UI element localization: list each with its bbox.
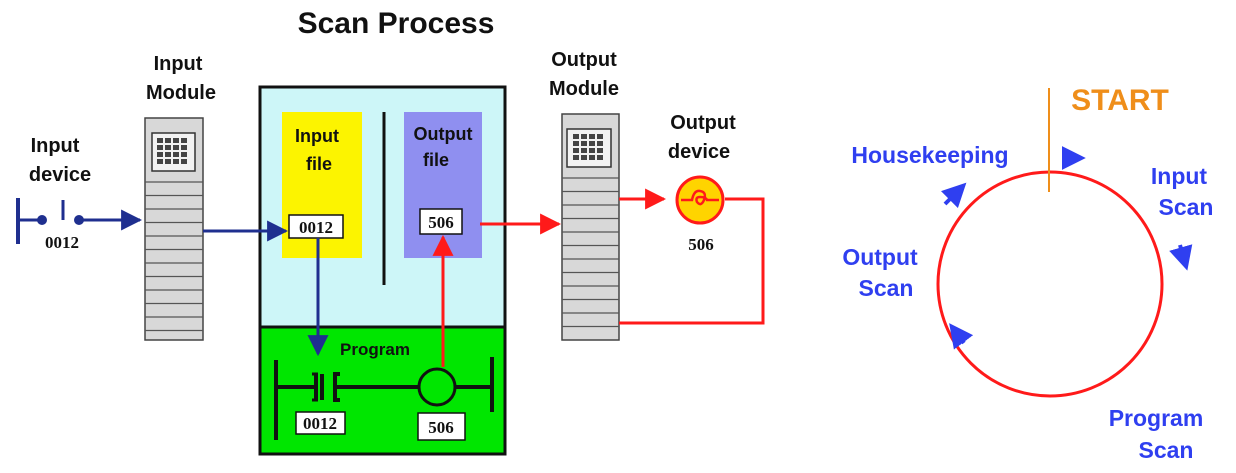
module-indicator (589, 134, 595, 139)
output-module-label: Module (549, 78, 619, 100)
module-indicator (181, 159, 187, 164)
input-scan-label: Scan (1159, 194, 1214, 220)
scan-cycle-circle (936, 170, 1164, 398)
module-indicator (157, 152, 163, 157)
module-indicator (573, 141, 579, 146)
module-indicator (181, 145, 187, 150)
start-label: START (1071, 84, 1169, 117)
module-indicator (581, 155, 587, 160)
output-file-address: 506 (428, 213, 454, 232)
module-indicator (181, 138, 187, 143)
module-indicator (157, 145, 163, 150)
module-indicator (589, 155, 595, 160)
input-module-label: Module (146, 82, 216, 104)
cycle-direction-arrows (940, 146, 1193, 350)
module-indicator (165, 138, 171, 143)
input-device-label: device (29, 164, 91, 186)
module-indicator (597, 134, 603, 139)
page-title: Scan Process (298, 7, 495, 40)
module-indicator (581, 134, 587, 139)
input-module-label: Input (154, 53, 203, 75)
module-indicator (165, 145, 171, 150)
housekeeping-label: Housekeeping (851, 142, 1008, 168)
input-file-label: Input (295, 126, 339, 146)
input-file-address: 0012 (299, 218, 333, 237)
module-indicator (157, 159, 163, 164)
output-scan-label: Output (842, 244, 918, 270)
output-file-label: Output (414, 124, 473, 144)
program-scan-label: Program (1109, 405, 1204, 431)
input-device-label: Input (31, 135, 80, 157)
module-indicator (597, 148, 603, 153)
lamp-icon (675, 175, 725, 225)
output-device-address: 506 (688, 235, 714, 254)
output-file-address-box (419, 208, 463, 235)
input-file-label: file (306, 154, 332, 174)
contact-address-box (295, 411, 346, 435)
module-indicator (581, 148, 587, 153)
module-indicator (181, 152, 187, 157)
coil-address-box (417, 412, 466, 441)
output-device-label: Output (670, 112, 736, 134)
output-file-label: file (423, 150, 449, 170)
output-loop-wire (619, 188, 765, 325)
ladder-rung (274, 357, 494, 440)
module-indicator (597, 141, 603, 146)
module-indicator (597, 155, 603, 160)
output-device-label: device (668, 141, 730, 163)
module-indicator (581, 141, 587, 146)
module-indicator (173, 152, 179, 157)
module-indicator (573, 148, 579, 153)
program-label: Program (340, 340, 410, 359)
module-indicator (573, 155, 579, 160)
input-module (144, 117, 204, 341)
program-scan-label: Scan (1139, 437, 1194, 463)
contact-address: 0012 (303, 414, 337, 433)
cycle-arrow-icon (940, 182, 967, 209)
module-indicator (173, 138, 179, 143)
module-indicator (589, 148, 595, 153)
output-module-label: Output (551, 49, 617, 71)
input-device-address: 0012 (45, 233, 79, 252)
coil-address: 506 (428, 418, 454, 437)
output-module (561, 113, 620, 341)
input-scan-label: Input (1151, 163, 1208, 189)
input-switch-icon (16, 198, 143, 244)
module-indicator (589, 141, 595, 146)
module-indicator (165, 152, 171, 157)
cycle-arrow-icon (1169, 244, 1193, 271)
module-indicator (173, 145, 179, 150)
module-indicator (157, 138, 163, 143)
output-scan-label: Scan (859, 275, 914, 301)
module-indicator (573, 134, 579, 139)
cycle-arrow-icon (949, 323, 974, 350)
input-file-address-box (288, 214, 344, 239)
module-indicator (165, 159, 171, 164)
module-indicator (173, 159, 179, 164)
